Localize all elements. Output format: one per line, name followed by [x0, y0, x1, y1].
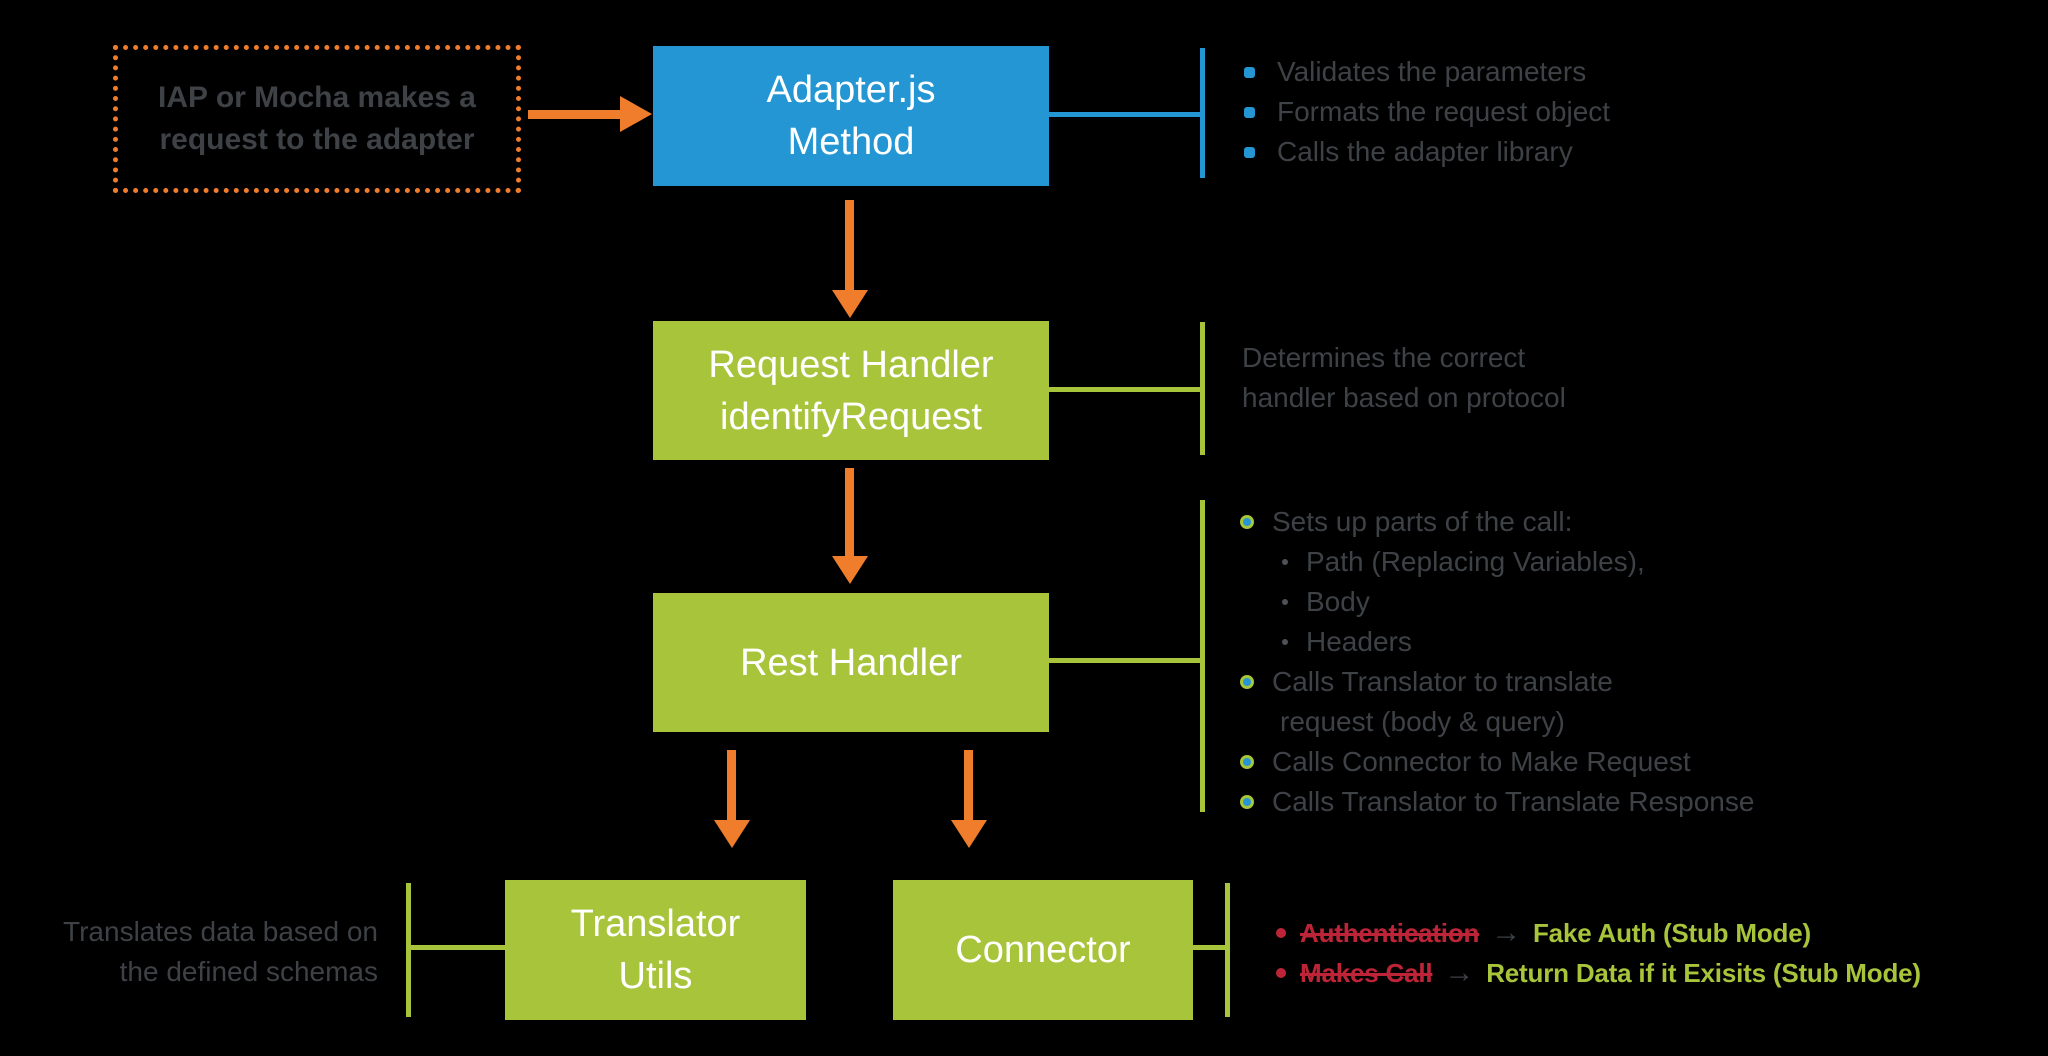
adapter-bullet-list: Validates the parameters Formats the req…	[1240, 52, 1610, 172]
node-connector-label: Connector	[955, 929, 1131, 971]
list-item-text: Formats the request object	[1277, 96, 1611, 127]
list-item: Calls Translator to translate	[1240, 662, 1754, 702]
stub-row: Makes Call → Return Data if it Exisits (…	[1276, 953, 1921, 993]
list-item: Validates the parameters	[1240, 52, 1610, 92]
maps-to-arrow-icon: →	[1491, 916, 1521, 949]
list-item: Formats the request object	[1240, 92, 1610, 132]
arrow-head	[951, 820, 987, 848]
translator-bracket-line	[406, 883, 411, 1017]
rest-handler-list: Sets up parts of the call: Path (Replaci…	[1240, 502, 1754, 822]
list-item-text: Calls the adapter library	[1277, 136, 1573, 167]
node-connector: Connector	[893, 880, 1193, 1020]
removed-step-text: Makes Call	[1300, 957, 1433, 988]
red-bullet-icon	[1276, 968, 1286, 978]
arrow-shaft	[727, 750, 736, 822]
connector-stub-list: Authentication → Fake Auth (Stub Mode) M…	[1276, 913, 1921, 993]
node-rest-handler: Rest Handler	[653, 593, 1049, 732]
red-bullet-icon	[1276, 928, 1286, 938]
node-trigger-label: request to the adapter	[159, 123, 475, 156]
list-item: request (body & query)	[1240, 702, 1754, 742]
list-item: Body	[1240, 582, 1754, 622]
removed-step-text: Authentication	[1300, 917, 1480, 948]
maps-to-arrow-icon: →	[1444, 956, 1475, 989]
adapter-bracket-line	[1200, 48, 1205, 178]
node-trigger: IAP or Mocha makes a request to the adap…	[113, 45, 521, 193]
arrow-head	[714, 820, 750, 848]
list-item: Path (Replacing Variables),	[1240, 542, 1754, 582]
node-adapter-label: Adapter.js	[766, 69, 936, 111]
arrow-head	[832, 556, 868, 584]
arrow-shaft	[845, 200, 854, 292]
replacement-step-text: Return Data if it Exisits (Stub Mode)	[1486, 957, 1921, 988]
list-item: Calls the adapter library	[1240, 132, 1610, 172]
arrow-shaft	[964, 750, 973, 822]
ring-bullet-icon	[1240, 675, 1254, 689]
list-item-text: Sets up parts of the call:	[1272, 506, 1573, 537]
rest-handler-bracket-tick	[1049, 658, 1202, 663]
node-request-handler-label: Request Handler	[708, 343, 994, 386]
node-translator-utils-label: Translator	[570, 903, 741, 945]
list-item-text: Validates the parameters	[1277, 56, 1587, 87]
node-translator-utils-label: Utils	[618, 955, 693, 997]
list-item-text: Body	[1306, 586, 1370, 617]
ring-bullet-icon	[1240, 795, 1254, 809]
arrow-shaft	[528, 110, 622, 119]
sub-bullet-icon	[1282, 559, 1288, 565]
arrow-shaft	[845, 468, 854, 558]
list-item-text: Headers	[1306, 626, 1412, 657]
list-item: Headers	[1240, 622, 1754, 662]
node-rest-handler-label: Rest Handler	[740, 641, 962, 684]
list-item-text: Calls Translator to translate	[1272, 666, 1613, 697]
sub-bullet-icon	[1282, 599, 1288, 605]
translator-note: Translates data based on the defined sch…	[40, 912, 378, 992]
node-request-handler: Request Handler identifyRequest	[653, 321, 1049, 460]
replacement-step-text: Fake Auth (Stub Mode)	[1533, 917, 1811, 948]
note-line: handler based on protocol	[1242, 382, 1566, 413]
bullet-icon	[1244, 66, 1255, 78]
list-item: Calls Translator to Translate Response	[1240, 782, 1754, 822]
rest-handler-bracket-line	[1200, 500, 1205, 812]
request-handler-bracket-tick	[1049, 387, 1202, 392]
translator-bracket-tick	[406, 945, 506, 950]
list-item-text: Calls Translator to Translate Response	[1272, 786, 1755, 817]
list-item: Sets up parts of the call:	[1240, 502, 1754, 542]
connector-bracket-line	[1225, 883, 1230, 1017]
adapter-bracket-tick	[1049, 112, 1202, 117]
stub-row: Authentication → Fake Auth (Stub Mode)	[1276, 913, 1921, 953]
connector-bracket-tick	[1193, 945, 1227, 950]
note-line: the defined schemas	[119, 956, 378, 987]
list-item: Calls Connector to Make Request	[1240, 742, 1754, 782]
bullet-icon	[1244, 106, 1255, 118]
bullet-icon	[1244, 146, 1255, 158]
note-line: Translates data based on	[63, 916, 378, 947]
ring-bullet-icon	[1240, 515, 1254, 529]
node-trigger-label: IAP or Mocha makes a	[158, 81, 476, 114]
node-translator-utils: Translator Utils	[505, 880, 806, 1020]
arrow-head	[832, 290, 868, 318]
ring-bullet-icon	[1240, 755, 1254, 769]
note-line: Determines the correct	[1242, 342, 1526, 373]
sub-bullet-icon	[1282, 639, 1288, 645]
request-handler-note: Determines the correct handler based on …	[1242, 338, 1566, 418]
node-request-handler-label: identifyRequest	[720, 395, 982, 438]
arrow-head	[620, 96, 652, 132]
list-item-text: Path (Replacing Variables),	[1306, 546, 1645, 577]
request-handler-bracket-line	[1200, 322, 1205, 455]
list-item-text: Calls Connector to Make Request	[1272, 746, 1691, 777]
node-adapter-label: Method	[787, 121, 915, 163]
list-item-text: request (body & query)	[1280, 706, 1565, 737]
node-adapter-js-method: Adapter.js Method	[653, 46, 1049, 186]
